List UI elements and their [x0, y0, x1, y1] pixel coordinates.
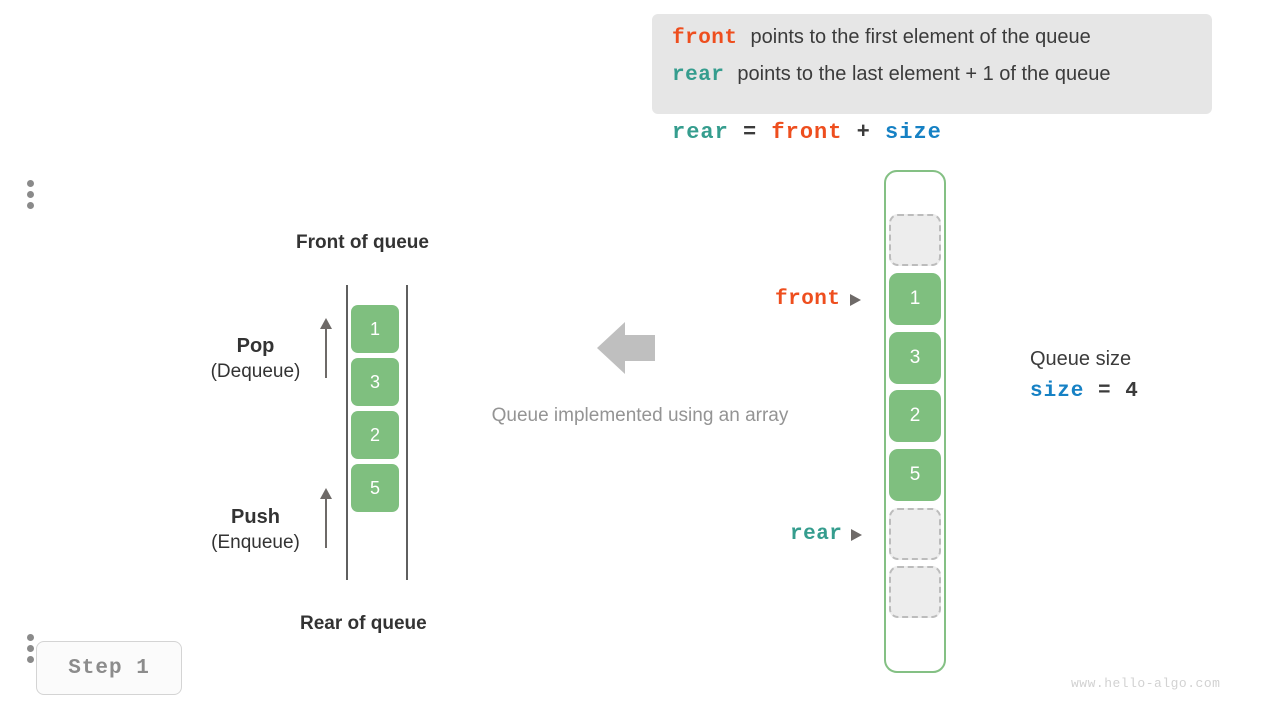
array-cell-empty [889, 214, 941, 266]
size-variable-name: size [1030, 380, 1085, 403]
queue-cell: 2 [351, 411, 399, 459]
rear-pointer: rear [790, 523, 863, 546]
rear-pointer-label: rear [790, 523, 843, 546]
legend-keyword-rear: rear [672, 64, 725, 87]
equation-lhs: rear [672, 120, 729, 145]
size-equals-sign: = [1098, 380, 1112, 403]
push-subtitle: (Enqueue) [211, 532, 300, 553]
center-caption: Queue implemented using an array [491, 405, 789, 426]
pop-operation-label: Pop (Dequeue) [193, 333, 318, 385]
equation-rear-equals-front-plus-size: rear = front + size [672, 120, 942, 145]
equation-plus-sign: + [856, 120, 871, 145]
array-cell-filled: 3 [889, 332, 941, 384]
front-pointer: front [775, 288, 861, 311]
queue-cell: 1 [351, 305, 399, 353]
front-of-queue-label: Front of queue [296, 232, 429, 253]
pop-title: Pop [236, 335, 275, 357]
queue-size-note: Queue size size = 4 [1030, 343, 1139, 409]
array-cell-filled: 1 [889, 273, 941, 325]
equation-term-front: front [771, 120, 843, 145]
array-cell-empty [889, 566, 941, 618]
legend-description-rear: points to the last element + 1 of the qu… [737, 63, 1111, 85]
front-pointer-label: front [775, 288, 841, 311]
up-arrow-icon [319, 488, 333, 548]
queue-rail-right [406, 285, 408, 580]
array-container [884, 170, 946, 673]
step-badge: Step 1 [36, 641, 182, 695]
pointer-arrow-icon [849, 293, 861, 306]
watermark: www.hello-algo.com [1071, 676, 1221, 691]
left-arrow-icon [597, 322, 655, 374]
queue-rail-left [346, 285, 348, 580]
array-cell-filled: 5 [889, 449, 941, 501]
vertical-dots-icon [27, 634, 34, 667]
up-arrow-icon [319, 318, 333, 378]
legend-line-front: front points to the first element of the… [672, 26, 1192, 63]
queue-cell: 5 [351, 464, 399, 512]
queue-size-expression: size = 4 [1030, 375, 1139, 409]
push-title: Push [231, 506, 280, 528]
size-value: 4 [1125, 380, 1139, 403]
vertical-dots-icon [27, 180, 34, 213]
pop-subtitle: (Dequeue) [210, 361, 301, 382]
legend-box: front points to the first element of the… [652, 14, 1212, 114]
equation-equals-sign: = [743, 120, 758, 145]
array-cell-empty [889, 508, 941, 560]
rear-of-queue-label: Rear of queue [300, 613, 427, 634]
queue-cell: 3 [351, 358, 399, 406]
queue-size-title: Queue size [1030, 348, 1132, 370]
legend-keyword-front: front [672, 27, 738, 50]
legend-line-rear: rear points to the last element + 1 of t… [672, 63, 1192, 100]
legend-description-front: points to the first element of the queue [750, 26, 1091, 48]
pointer-arrow-icon [851, 528, 863, 541]
equation-term-size: size [885, 120, 942, 145]
array-cell-filled: 2 [889, 390, 941, 442]
push-operation-label: Push (Enqueue) [193, 504, 318, 556]
